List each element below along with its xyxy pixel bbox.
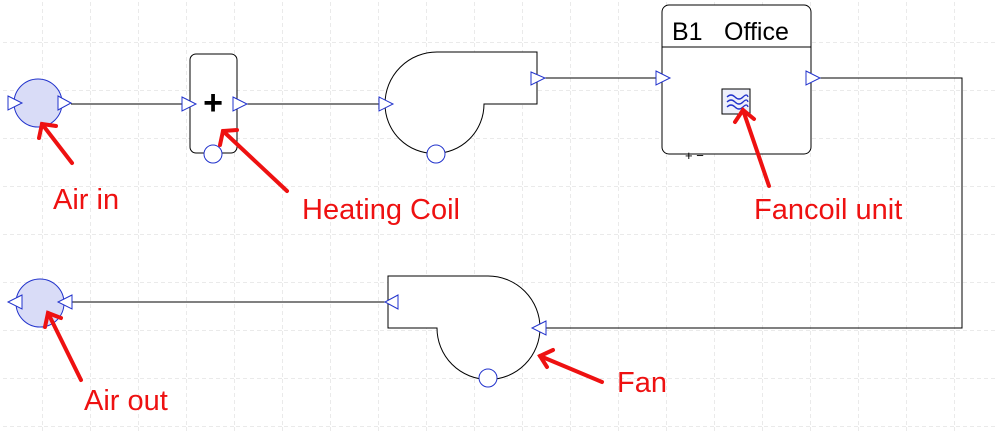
arrow-air-out <box>43 310 83 382</box>
zone-name-prefix: B1 <box>672 18 703 46</box>
zone-corner-marker: + − <box>685 148 704 163</box>
label-air-in: Air in <box>53 184 119 216</box>
connection-wires <box>71 77 963 329</box>
wire-zone-return <box>546 77 963 329</box>
arrow-fan <box>537 348 604 384</box>
heating-coil-plus-icon: + <box>203 84 223 122</box>
arrow-fancoil-unit <box>733 107 771 188</box>
label-fan: Fan <box>617 367 667 399</box>
heating-coil-component[interactable]: + <box>181 53 249 164</box>
label-heating-coil: Heating Coil <box>302 194 460 226</box>
label-fancoil-unit: Fancoil unit <box>754 194 902 226</box>
zone-name: Office <box>724 18 789 46</box>
arrow-heating-coil <box>218 128 289 193</box>
annotation-arrows <box>37 107 771 384</box>
annotation-labels: Air in Heating Coil Fancoil unit Air out… <box>53 184 902 417</box>
air-in-node[interactable] <box>7 78 73 128</box>
label-air-out: Air out <box>84 385 168 417</box>
return-fan-component[interactable] <box>383 275 547 388</box>
arrow-air-in <box>37 121 74 165</box>
supply-fan-component[interactable] <box>378 51 547 164</box>
zone-b1-office[interactable]: B1 Office + − <box>655 4 822 163</box>
